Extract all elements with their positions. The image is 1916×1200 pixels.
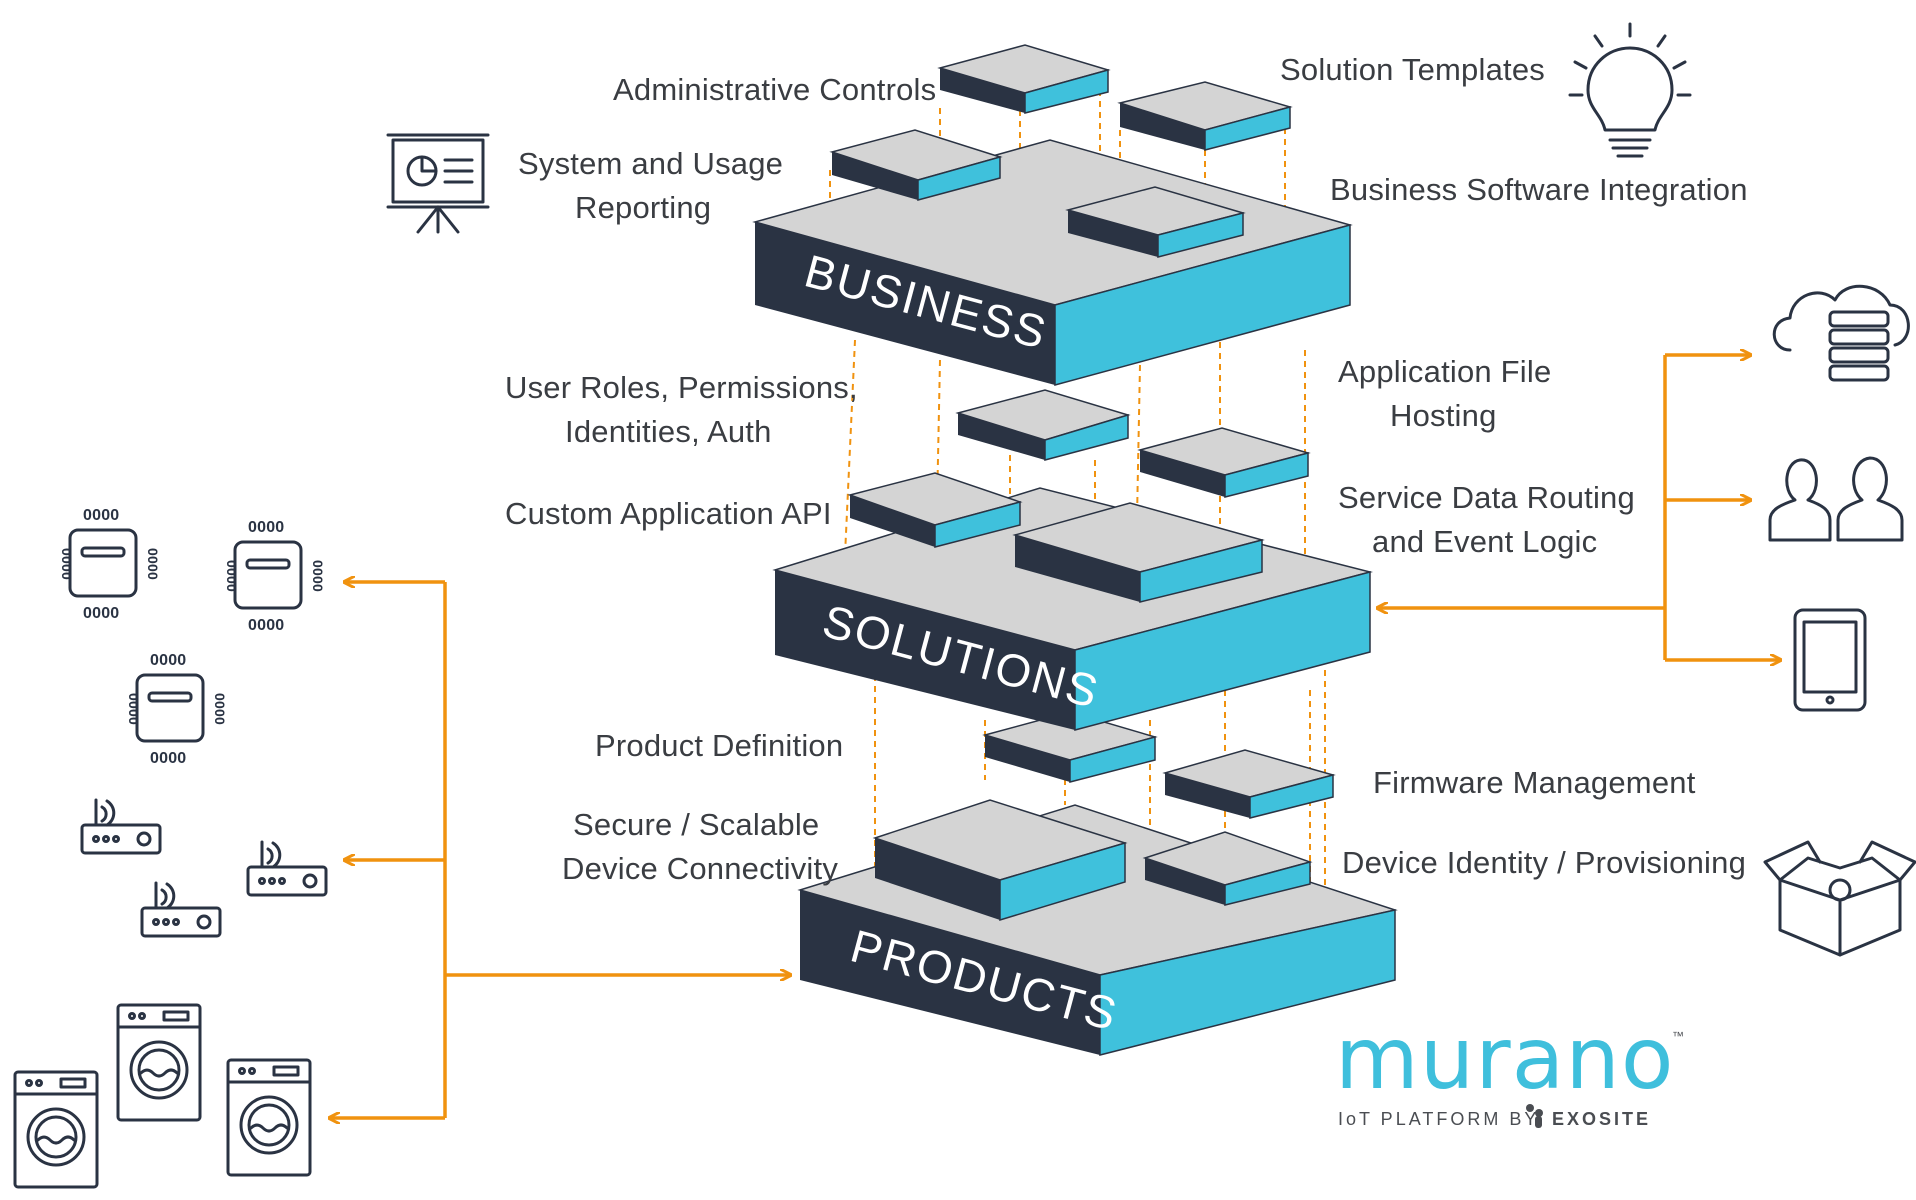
label-product-definition: Product Definition [595, 728, 843, 763]
chip-pins-bottom: 0000 [150, 750, 186, 767]
chip-pins-top: 0000 [248, 519, 284, 536]
washer-icons [13, 1003, 312, 1189]
chip-pins-bottom: 0000 [248, 617, 284, 634]
chip-icons: 0000 0000 0000 0000 0000 0000 0000 0000 … [59, 507, 326, 767]
lightbulb-icon [1568, 22, 1692, 158]
washing-machine-icon [13, 1070, 99, 1189]
washing-machine-icon [116, 1003, 202, 1122]
label-app-hosting-2: Hosting [1390, 398, 1497, 433]
solutions-sub-blocks [847, 389, 1311, 603]
label-device-identity: Device Identity / Provisioning [1342, 845, 1746, 880]
label-user-roles-1: User Roles, Permissions, [505, 370, 858, 405]
chip-icon: 0000 0000 0000 0000 [224, 519, 326, 634]
router-icon [246, 840, 328, 897]
chip-pins-left: 0000 [224, 560, 240, 592]
chip-pins-right: 0000 [310, 560, 326, 592]
label-administrative-controls: Administrative Controls [613, 72, 936, 107]
label-system-usage-2: Reporting [575, 190, 711, 225]
chip-pins-left: 0000 [59, 548, 75, 580]
chip-icon: 0000 0000 0000 0000 [59, 507, 161, 622]
tablet-icon [1793, 608, 1867, 712]
router-icon [140, 881, 222, 938]
logo-tm: ™ [1672, 1029, 1684, 1043]
business-sub-blocks [829, 44, 1293, 258]
left-arrows [330, 582, 790, 1118]
chip-pins-left: 0000 [126, 693, 142, 725]
washing-machine-icon [226, 1058, 312, 1177]
exosite-mark-icon [1526, 1104, 1543, 1128]
label-secure-2: Device Connectivity [562, 851, 838, 886]
label-app-hosting-1: Application File [1338, 354, 1551, 389]
logo-word: murano [1335, 1009, 1674, 1109]
right-arrows [1378, 355, 1780, 660]
label-user-roles-2: Identities, Auth [565, 414, 772, 449]
label-secure-1: Secure / Scalable [573, 807, 819, 842]
label-service-routing-1: Service Data Routing [1338, 480, 1635, 515]
box-gear-icon [1763, 840, 1916, 957]
router-icons [80, 798, 328, 938]
label-firmware-management: Firmware Management [1373, 765, 1696, 800]
label-system-usage-1: System and Usage [518, 146, 783, 181]
chip-pins-top: 0000 [83, 507, 119, 524]
chip-pins-right: 0000 [212, 693, 228, 725]
feature-labels: Administrative Controls Solution Templat… [505, 52, 1748, 886]
chip-pins-bottom: 0000 [83, 605, 119, 622]
chip-icon: 0000 0000 0000 0000 [126, 652, 228, 767]
cloud-server-icon [1772, 284, 1910, 382]
products-sub-blocks [872, 711, 1336, 922]
chip-pins-top: 0000 [150, 652, 186, 669]
logo-tagline: IoT PLATFORM BY [1338, 1109, 1539, 1129]
chip-pins-right: 0000 [145, 548, 161, 580]
router-icon [80, 798, 162, 855]
label-business-software-integration: Business Software Integration [1330, 172, 1748, 207]
logo-brand: EXOSITE [1552, 1109, 1651, 1129]
label-custom-api: Custom Application API [505, 496, 832, 531]
presentation-board-icon [386, 133, 490, 234]
users-icon [1768, 456, 1904, 542]
label-solution-templates: Solution Templates [1280, 52, 1545, 87]
label-service-routing-2: and Event Logic [1372, 524, 1597, 559]
murano-logo: murano ™ IoT PLATFORM BY EXOSITE [1335, 1009, 1684, 1129]
